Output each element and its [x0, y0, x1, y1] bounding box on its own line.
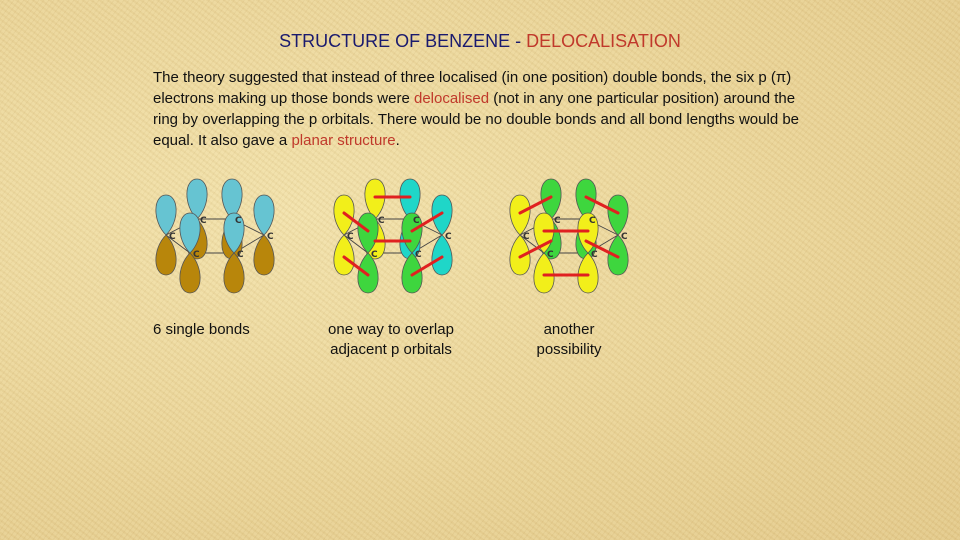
benzene-diagram-single-bonds: C C C C C C	[155, 178, 275, 294]
caption-line: one way to overlap	[328, 321, 454, 338]
benzene-diagram-overlap-two: C C C C C C	[509, 178, 629, 294]
overlap-line-top	[518, 195, 553, 215]
carbon-atom-label: C	[235, 216, 242, 226]
p-orbital-top-lobe	[575, 178, 597, 220]
carbon-atom-label: C	[445, 232, 452, 242]
caption-line: possibility	[536, 341, 602, 358]
benzene-diagram-overlap-one: C C C C C C	[333, 178, 453, 294]
p-orbital-top-lobe	[364, 178, 386, 220]
carbon-atom-label: C	[169, 232, 176, 242]
pi-symbol: π	[775, 69, 787, 86]
para-text-1: The theory suggested that instead of thr…	[153, 69, 776, 86]
carbon-atom-label: C	[237, 250, 244, 260]
p-orbital-bottom-lobe	[155, 234, 177, 276]
p-orbital-bottom-lobe	[179, 252, 201, 294]
carbon-atom-label: C	[193, 250, 200, 260]
caption-overlap-two: another possibility	[508, 320, 630, 360]
title-highlight: DELOCALISATION	[526, 31, 681, 51]
overlap-line-bottom	[410, 255, 444, 277]
caption-line: 6 single bonds	[153, 321, 250, 338]
p-orbital-top-lobe	[186, 178, 208, 220]
carbon-atom-label: C	[547, 250, 554, 260]
p-orbital-top-lobe	[221, 178, 243, 220]
p-orbital-top-lobe	[155, 194, 177, 236]
sigma-bond-line	[519, 234, 545, 254]
carbon-atom-label: C	[413, 216, 420, 226]
caption-single-bonds: 6 single bonds	[153, 320, 250, 340]
caption-line: another	[543, 321, 595, 338]
term-delocalised: delocalised	[413, 90, 490, 107]
carbon-atom-label: C	[267, 232, 274, 242]
caption-overlap-one: one way to overlap adjacent p orbitals	[310, 320, 472, 360]
carbon-atom-label: C	[371, 250, 378, 260]
sigma-bond-line	[165, 234, 191, 254]
carbon-atom-label: C	[200, 216, 207, 226]
carbon-atom-label: C	[591, 250, 598, 260]
carbon-atom-label: C	[523, 232, 530, 242]
overlap-line-bottom	[518, 239, 553, 259]
carbon-atom-label: C	[347, 232, 354, 242]
overlap-line-top	[410, 211, 444, 233]
p-orbital-top-lobe	[431, 194, 453, 236]
carbon-atom-label: C	[378, 216, 385, 226]
para-text-4: .	[395, 132, 400, 149]
p-orbital-top-lobe	[357, 212, 379, 254]
p-orbital-top-lobe	[540, 178, 562, 220]
p-orbital-bottom-lobe	[607, 234, 629, 276]
sigma-bond-line	[343, 234, 369, 254]
para-text-3: (not in any one particular position) aro…	[153, 90, 800, 149]
p-orbital-top-lobe	[179, 212, 201, 254]
p-orbital-bottom-lobe	[401, 252, 423, 294]
overlap-line-bottom	[584, 239, 620, 259]
carbon-atom-label: C	[621, 232, 628, 242]
explanation-paragraph: The theory suggested that instead of thr…	[153, 67, 813, 151]
term-planar-structure: planar structure	[291, 132, 396, 149]
p-orbital-top-lobe	[399, 178, 421, 220]
page-title: STRUCTURE OF BENZENE - DELOCALISATION	[0, 31, 960, 52]
overlap-line-top	[584, 195, 620, 215]
p-orbital-bottom-lobe	[223, 252, 245, 294]
caption-line: adjacent p orbitals	[330, 341, 452, 358]
p-orbital-bottom-lobe	[333, 234, 355, 276]
p-orbital-bottom-lobe	[431, 234, 453, 276]
p-orbital-bottom-lobe	[577, 252, 599, 294]
carbon-atom-label: C	[589, 216, 596, 226]
carbon-atom-label: C	[415, 250, 422, 260]
title-main: STRUCTURE OF BENZENE -	[279, 31, 527, 51]
p-orbital-bottom-lobe	[533, 252, 555, 294]
p-orbital-top-lobe	[333, 194, 355, 236]
p-orbital-top-lobe	[401, 212, 423, 254]
p-orbital-top-lobe	[253, 194, 275, 236]
overlap-line-bottom	[342, 255, 370, 277]
p-orbital-top-lobe	[509, 194, 531, 236]
p-orbital-bottom-lobe	[509, 234, 531, 276]
overlap-line-top	[342, 211, 370, 233]
p-orbital-top-lobe	[223, 212, 245, 254]
p-orbital-bottom-lobe	[253, 234, 275, 276]
carbon-atom-label: C	[554, 216, 561, 226]
p-orbital-top-lobe	[607, 194, 629, 236]
para-text-2: ) electrons making up those bonds were	[153, 69, 792, 107]
